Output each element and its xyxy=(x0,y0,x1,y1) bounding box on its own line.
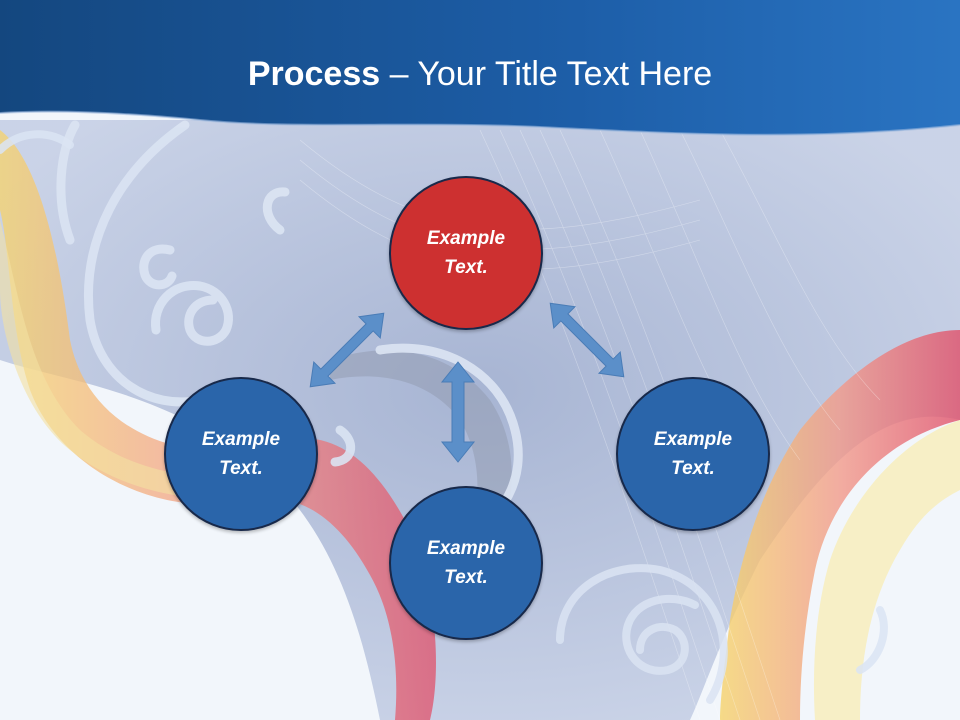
node-top: Example Text. xyxy=(389,176,543,330)
node-bottom: Example Text. xyxy=(389,486,543,640)
node-bottom-line2: Text. xyxy=(444,567,488,588)
node-top-line2: Text. xyxy=(444,257,488,278)
node-top-line1: Example xyxy=(426,228,506,249)
node-left-line2: Text. xyxy=(219,458,263,479)
node-right: Example Text. xyxy=(616,377,770,531)
slide-title: Process – Your Title Text Here xyxy=(0,52,960,96)
node-right-line2: Text. xyxy=(671,458,715,479)
node-left-line1: Example xyxy=(201,429,281,450)
node-left: Example Text. xyxy=(164,377,318,531)
node-right-line1: Example xyxy=(653,429,733,450)
node-bottom-line1: Example xyxy=(426,538,506,559)
arrow-top-right xyxy=(549,302,625,378)
arrow-top-bottom xyxy=(440,361,476,463)
title-bold: Process xyxy=(247,55,381,93)
title-rest: – Your Title Text Here xyxy=(380,55,713,93)
arrow-top-left xyxy=(309,312,385,388)
